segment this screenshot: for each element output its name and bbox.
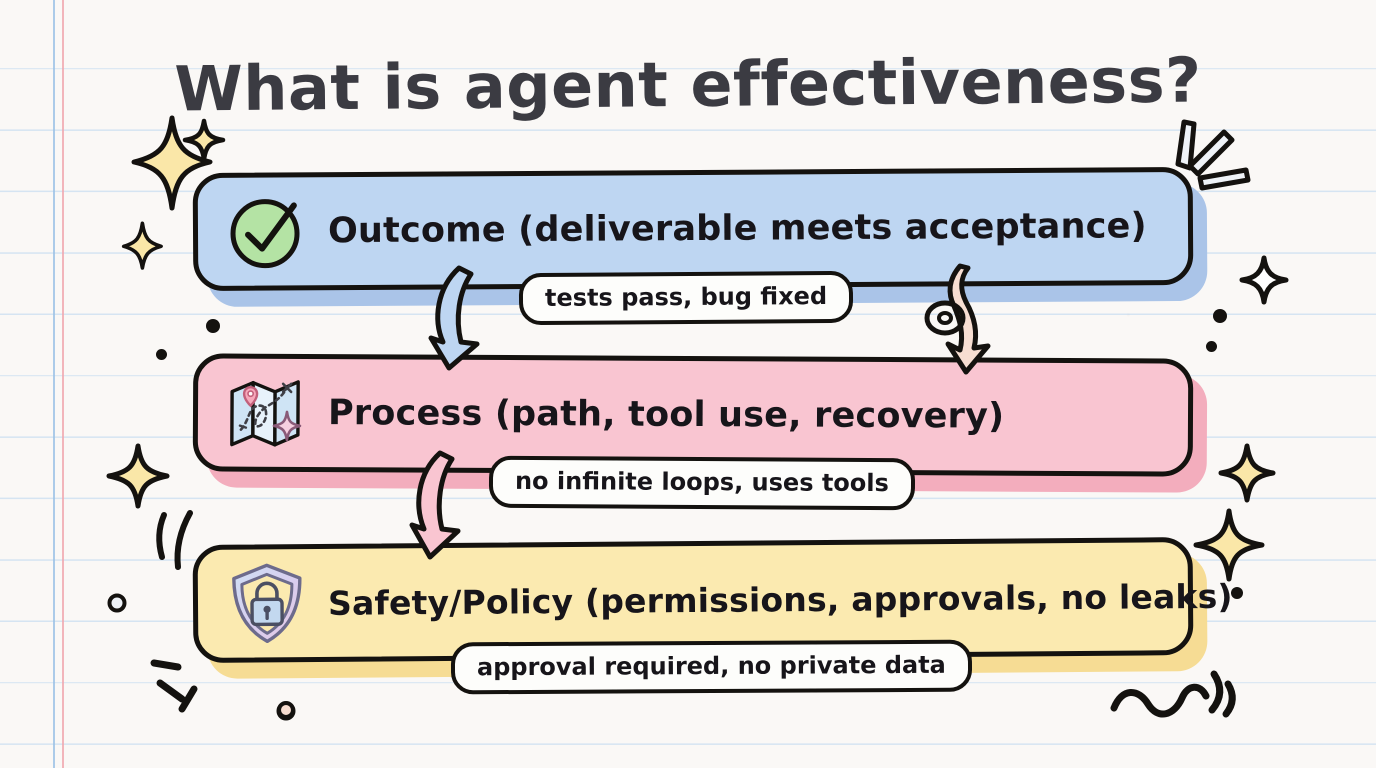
card-label-process: Process (path, tool use, recovery): [327, 393, 1005, 437]
row-process[interactable]: Process (path, tool use, recovery): [192, 353, 1208, 493]
row-safety[interactable]: Safety/Policy (permissions, approvals, n…: [192, 537, 1233, 679]
card-outcome[interactable]: Outcome (deliverable meets acceptance): [192, 166, 1194, 292]
card-process[interactable]: Process (path, tool use, recovery): [192, 353, 1194, 477]
card-label-safety: Safety/Policy (permissions, approvals, n…: [327, 576, 1233, 623]
card-label-outcome: Outcome (deliverable meets acceptance): [327, 206, 1147, 252]
connector-outcome-to-process-right: [918, 258, 1010, 378]
margin-line-pink: [62, 0, 65, 768]
folded-map-icon: [224, 370, 310, 456]
green-check-circle-icon: [224, 188, 311, 275]
margin-line-blue: [53, 0, 55, 768]
connector-outcome-to-process-left: [415, 262, 525, 374]
note-pill-process: no infinite loops, uses tools: [488, 455, 915, 511]
note-pill-outcome: tests pass, bug fixed: [518, 270, 854, 326]
shield-lock-icon: [224, 560, 311, 647]
card-safety[interactable]: Safety/Policy (permissions, approvals, n…: [192, 537, 1233, 663]
page-title: What is agent effectiveness?: [174, 43, 1202, 126]
connector-process-to-safety-left: [396, 447, 506, 565]
row-outcome[interactable]: Outcome (deliverable meets acceptance): [192, 166, 1208, 307]
note-pill-safety: approval required, no private data: [450, 639, 972, 695]
